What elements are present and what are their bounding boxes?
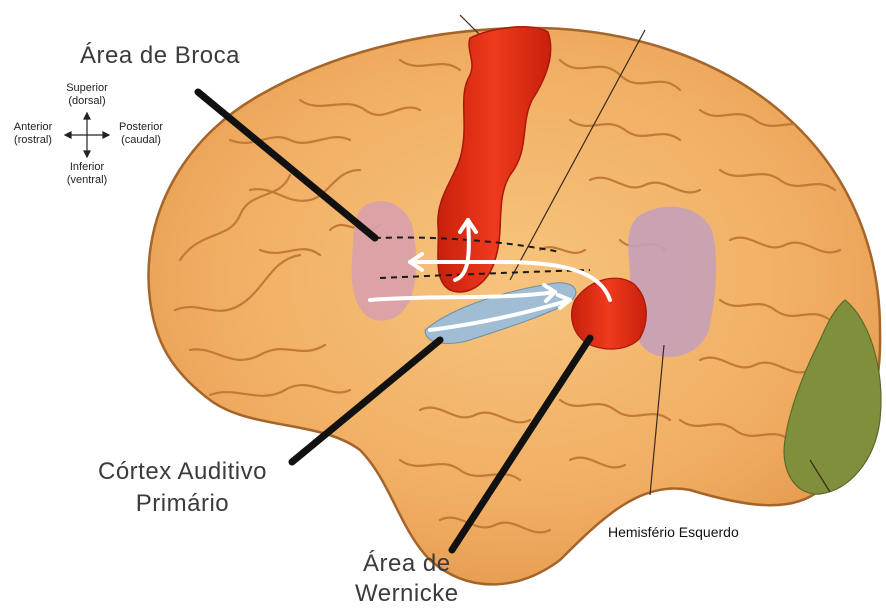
broca-label-text: Área de Broca [80,42,240,69]
inferior-line2: (ventral) [58,174,116,187]
compass-inferior: Inferior (ventral) [58,161,116,187]
posterior-line2: (caudal) [112,134,170,147]
superior-line1: Superior [60,82,114,95]
inferior-line1: Inferior [58,161,116,174]
wernicke-label: Área de Wernicke [355,550,459,607]
broca-zone [352,201,417,321]
posterior-line1: Posterior [112,121,170,134]
superior-line2: (dorsal) [60,95,114,108]
compass-superior: Superior (dorsal) [60,82,114,108]
wernicke-label-line1: Área de [355,550,459,578]
compass-posterior: Posterior (caudal) [112,121,170,147]
auditory-label-line2: Primário [98,490,267,518]
hemisphere-label-text: Hemisfério Esquerdo [608,524,739,540]
orientation-compass [65,113,109,157]
auditory-cortex-label: Córtex Auditivo Primário [98,458,267,517]
anterior-line2: (rostral) [6,134,60,147]
hemisphere-label: Hemisfério Esquerdo [608,524,739,540]
wernicke-label-line2: Wernicke [355,580,459,608]
anterior-line1: Anterior [6,121,60,134]
auditory-label-line1: Córtex Auditivo [98,458,267,486]
broca-label: Área de Broca [80,42,240,70]
compass-anterior: Anterior (rostral) [6,121,60,147]
